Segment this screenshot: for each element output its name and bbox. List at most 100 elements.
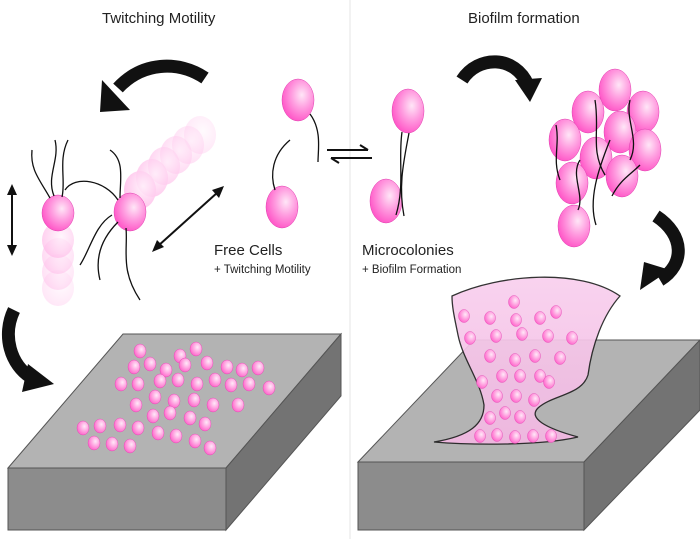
bacterial-cell-icon <box>516 327 528 341</box>
bacterial-cell-icon <box>514 369 526 383</box>
right-panel-title: Biofilm formation <box>468 10 580 27</box>
bacterial-cell-icon <box>235 362 249 378</box>
bacterial-cell-icon <box>528 393 540 407</box>
biofilm-structure <box>433 276 621 445</box>
bacterial-cell-icon <box>127 359 141 375</box>
pilus-icon <box>31 149 51 199</box>
bacterial-cell-icon <box>508 295 520 309</box>
bacterial-cell-icon <box>566 331 578 345</box>
pilus-icon <box>64 180 119 201</box>
bacterial-cell-icon <box>189 341 203 357</box>
bacterial-cell-icon <box>129 397 143 413</box>
bacterial-cell-icon <box>131 420 145 436</box>
bacterial-cell-icon <box>178 357 192 373</box>
bacterial-cell-icon <box>208 372 222 388</box>
pilus-icon <box>97 221 119 281</box>
bacterial-cell-icon <box>509 430 521 444</box>
curved-arrow-icon <box>640 210 685 290</box>
pilus-icon <box>79 214 113 266</box>
curved-arrow-icon <box>456 55 542 102</box>
bacterial-cell-icon <box>183 410 197 426</box>
bacterial-cell-icon <box>41 194 75 232</box>
microcolonies-label: Microcolonies <box>362 242 454 259</box>
bacterial-cell-icon <box>133 343 147 359</box>
bacterial-cell-icon <box>476 375 488 389</box>
bacterial-cell-icon <box>163 405 177 421</box>
bacterial-cell-icon <box>224 377 238 393</box>
bacterial-cell-icon <box>123 438 137 454</box>
bacterial-cell-icon <box>496 369 508 383</box>
left-panel-title: Twitching Motility <box>102 10 216 27</box>
bacterial-cell-icon <box>190 376 204 392</box>
bacterial-cell-icon <box>188 433 202 449</box>
bacterial-cell-icon <box>543 375 555 389</box>
bacterial-cell-icon <box>545 429 557 443</box>
bacterial-cell-icon <box>169 428 183 444</box>
bacterial-cell-icon <box>484 349 496 363</box>
bacterial-cell-icon <box>491 389 503 403</box>
bacterial-cell-icon <box>105 436 119 452</box>
bacterial-cell-icon <box>113 417 127 433</box>
microcolony-pair <box>369 88 425 224</box>
pilus-icon <box>50 139 57 197</box>
bacterial-cell-icon <box>231 397 245 413</box>
bacterial-cell-icon <box>514 410 526 424</box>
bacterial-cell-icon <box>187 392 201 408</box>
bacterial-cell-icon <box>220 359 234 375</box>
bacterial-cell-icon <box>114 376 128 392</box>
bacterial-cell-icon <box>159 362 173 378</box>
equilibrium-arrows-icon <box>327 144 372 164</box>
bacterial-cell-icon <box>527 429 539 443</box>
bacterial-cell-icon <box>534 369 546 383</box>
bacterial-cell-icon <box>113 192 147 232</box>
bacterial-cell-icon <box>391 88 425 134</box>
biofilm-cells <box>458 295 578 444</box>
bacterial-cell-icon <box>510 389 522 403</box>
bacterial-cell-icon <box>499 406 511 420</box>
bacterial-cell-icon <box>510 313 522 327</box>
bacterial-cell-icon <box>198 416 212 432</box>
bacterial-cell-icon <box>509 353 521 367</box>
bacterial-cell-icon <box>251 360 265 376</box>
bacterial-cell-icon <box>474 429 486 443</box>
curved-arrow-icon <box>1 307 54 392</box>
bacterial-cell-icon <box>369 178 403 224</box>
bacterial-cell-icon <box>143 356 157 372</box>
bacterial-cell-icon <box>484 311 496 325</box>
twitching-cell-diagonal <box>64 116 216 301</box>
free-cells-sublabel: + Twitching Motility <box>214 264 311 276</box>
pilus-icon <box>400 132 410 217</box>
bacterial-cell-icon <box>265 185 299 229</box>
bacterial-cell-icon <box>87 435 101 451</box>
bacterial-cell-icon <box>550 305 562 319</box>
bacterial-cell-icon <box>171 372 185 388</box>
bacterial-cell-icon <box>484 411 496 425</box>
bacterial-cell-icon <box>146 408 160 424</box>
bacterial-cell-icon <box>148 389 162 405</box>
bacterial-cell-icon <box>458 309 470 323</box>
double-headed-arrow-icon <box>7 184 17 256</box>
bacterial-cell-icon <box>93 418 107 434</box>
bacterial-cell-icon <box>542 329 554 343</box>
bacterial-cell-icon <box>281 78 315 122</box>
bacterial-cell-icon <box>76 420 90 436</box>
microcolony-cluster <box>548 68 662 248</box>
bacterial-cell-icon <box>490 329 502 343</box>
bacterial-cell-icon <box>200 355 214 371</box>
free-cells-label: Free Cells <box>214 242 283 259</box>
bacterial-cell-icon <box>242 376 256 392</box>
curved-arrow-icon <box>100 59 209 112</box>
double-headed-arrow-icon <box>152 186 224 252</box>
bacterial-cell-icon <box>529 349 541 363</box>
bacterial-cell-icon <box>151 425 165 441</box>
microcolonies-sublabel: + Biofilm Formation <box>362 264 462 276</box>
bacterial-cell-icon <box>554 351 566 365</box>
pilus-icon <box>61 139 69 198</box>
pilus-icon <box>272 139 291 191</box>
bacterial-cell-icon <box>131 376 145 392</box>
free-cells <box>265 78 320 229</box>
bacterial-cell-icon <box>464 331 476 345</box>
bacterial-cell-icon <box>153 373 167 389</box>
